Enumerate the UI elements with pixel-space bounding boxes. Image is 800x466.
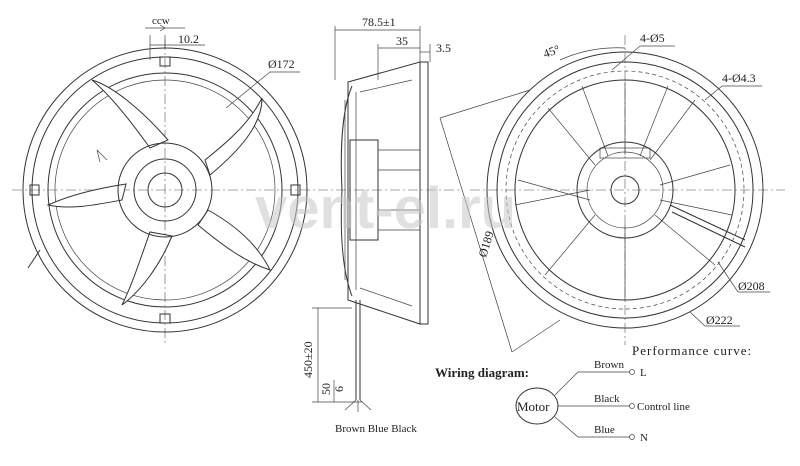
front-hub-middle — [133, 158, 197, 222]
diameter-222-leader — [689, 311, 706, 327]
back-motor-shaft — [610, 175, 640, 205]
depth-total-label: 78.5±1 — [362, 15, 396, 29]
terminal-n-label: N — [640, 432, 648, 444]
pcd-ext-bottom — [511, 319, 561, 353]
wire-blue-label: Blue — [594, 424, 615, 436]
back-outer-ring-inner — [496, 61, 754, 319]
holes-4-3-leader — [704, 85, 723, 101]
depth-3-5-label: 3.5 — [436, 41, 451, 55]
depth-35-label: 35 — [396, 34, 408, 48]
terminal-l-label: L — [640, 367, 647, 379]
wire-black-label: Black — [594, 393, 620, 405]
blade-5 — [46, 183, 127, 208]
pcd-dim-line — [439, 117, 513, 353]
diameter-208-label: Ø208 — [738, 279, 765, 293]
wiring-title: Wiring diagram: — [435, 365, 529, 380]
performance-curve-title: Performance curve: — [632, 343, 752, 358]
terminal-control-label: Control line — [637, 401, 690, 413]
back-spokes — [514, 82, 733, 300]
side-body-outline — [347, 61, 421, 325]
strip-length-label: 50 — [319, 383, 333, 395]
side-ribs — [378, 149, 420, 231]
blade-4 — [121, 231, 173, 306]
holes-5-leader — [611, 45, 641, 71]
rotation-arrow-icon — [96, 149, 108, 163]
back-outer-ring — [486, 51, 764, 329]
back-cable-exit — [669, 204, 746, 248]
offset-dimension: 10.2 — [178, 32, 199, 46]
back-label-plate — [599, 147, 651, 159]
mount-tab-bottom — [159, 313, 171, 324]
mount-tab-right — [290, 184, 301, 196]
mount-tab-top — [159, 56, 171, 67]
strip-end-label: 6 — [332, 386, 346, 392]
diameter-172-label: Ø172 — [268, 57, 295, 71]
front-shroud-ring — [47, 72, 283, 308]
side-blade-edges — [344, 92, 357, 290]
front-hub-outer — [117, 142, 213, 238]
angle-arc — [559, 47, 626, 61]
cable-length-label: 450±20 — [301, 341, 315, 378]
wire-blue-line — [554, 416, 630, 438]
front-cable-stub — [27, 249, 41, 269]
mount-tab-left — [29, 184, 40, 196]
rotation-label: ccw — [152, 15, 170, 27]
holes-5-label: 4-Ø5 — [640, 31, 665, 45]
angle-label: 45° — [541, 42, 562, 61]
wire-colors-label: Brown Blue Black — [335, 423, 417, 435]
front-hub-center — [147, 172, 183, 208]
back-lattice-ring — [505, 70, 745, 310]
back-motor-outer — [576, 141, 674, 239]
side-motor-housing — [349, 139, 379, 241]
wire-brown-line — [554, 371, 630, 396]
motor-label: Motor — [517, 399, 550, 414]
wiring-diagram: Wiring diagram: Motor Brown L Black Cont… — [435, 359, 690, 444]
ccw-arrow-icon — [159, 24, 166, 32]
diameter-172-leader — [225, 71, 271, 109]
side-view: 78.5±1 35 3.5 Brown Blue Black 450±20 50… — [301, 15, 460, 435]
terminal-n-icon — [629, 434, 635, 440]
diameter-208-leader — [717, 261, 739, 293]
diameter-222-label: Ø222 — [706, 313, 733, 327]
side-shroud-lines — [359, 79, 413, 307]
front-shroud-inner — [54, 79, 276, 301]
blade-3 — [197, 209, 271, 271]
pcd-ext-top — [439, 89, 531, 119]
terminal-l-icon — [629, 369, 635, 375]
front-view: ccw 10.2 Ø172 — [12, 15, 318, 345]
blade-1 — [91, 79, 169, 149]
front-impeller-blades — [46, 79, 271, 306]
holes-4-3-label: 4-Ø4.3 — [722, 71, 756, 85]
back-motor-inner — [586, 151, 664, 229]
terminal-control-icon — [629, 403, 635, 409]
wire-brown-label: Brown — [594, 359, 624, 371]
watermark: vent-el.ru — [255, 176, 516, 241]
blade-2 — [204, 97, 263, 176]
